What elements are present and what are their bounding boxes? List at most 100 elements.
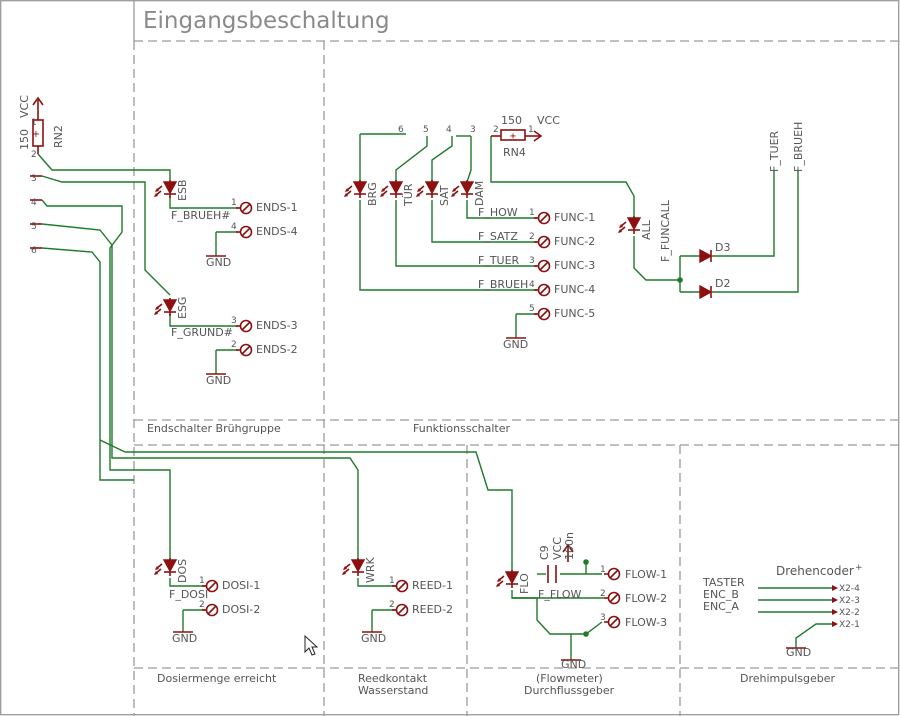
encoder-title: Drehencoder [776, 564, 854, 578]
section-label-funktion: Funktionsschalter [413, 422, 510, 435]
mouse-cursor-icon [304, 634, 319, 656]
x2-label-2: X2-2 [839, 608, 860, 618]
section-label-reed-1: Reedkontakt [358, 672, 428, 685]
terminal-func-5 [534, 307, 551, 321]
gnd-label-6: GND [561, 658, 586, 671]
gnd-label-3: GND [503, 338, 528, 351]
conn-pin-flow-2: 2 [600, 589, 606, 599]
led-label-dam: DAM [473, 181, 486, 206]
conn-pin-func-5: 5 [529, 304, 535, 314]
section-label-endschalter: Endschalter Brühgruppe [147, 422, 281, 435]
led-esg [154, 298, 178, 316]
leds [154, 180, 642, 588]
led-tur [380, 180, 404, 198]
net-f-funcall: F_FUNCALL [659, 199, 672, 262]
conn-label-reed-1: REED-1 [412, 579, 453, 592]
led-label-brg: BRG [366, 182, 379, 206]
resistor-network-rn4: + [491, 129, 543, 142]
x2-label-3: X2-3 [839, 596, 860, 606]
conn-label-func-3: FUNC-3 [554, 259, 595, 272]
conn-label-func-4: FUNC-4 [554, 283, 595, 296]
diode-d2 [699, 284, 713, 300]
terminal-reed-2 [392, 603, 409, 617]
conn-pin-dosi-2: 2 [199, 600, 205, 610]
led-wrk [342, 558, 366, 576]
conn-pin-flow-1: 1 [600, 565, 606, 575]
rn2-pin-2: 2 [31, 150, 37, 160]
conn-pin-reed-2: 2 [389, 600, 395, 610]
cap-value: 100n [563, 532, 576, 560]
led-label-wrk: WRK [364, 556, 377, 583]
led-label-esb: ESB [176, 180, 189, 201]
net-f-tuer-vertical: F_TUER [768, 130, 781, 172]
cap-name: C9 [538, 545, 551, 560]
conn-label-ends-2: ENDS-2 [256, 343, 298, 356]
conn-label-flow-3: FLOW-3 [625, 616, 667, 629]
led-esb [154, 180, 178, 198]
section-label-flow-2: Durchflussgeber [524, 684, 615, 697]
conn-pin-func-2: 2 [529, 232, 535, 242]
rn2-pin-1: 1 [31, 118, 37, 128]
rn4-pin-4: 4 [446, 125, 452, 135]
svg-text:+: + [32, 129, 40, 140]
conn-label-func-2: FUNC-2 [554, 235, 595, 248]
terminal-func-2 [534, 235, 551, 249]
ground-symbols [173, 255, 806, 661]
terminal-ends-2 [236, 343, 253, 357]
net-f-how: F_HOW [478, 206, 518, 219]
conn-pin-ends-2: 2 [231, 340, 237, 350]
rn4-vcc: VCC [537, 114, 560, 127]
conn-pin-func-1: 1 [529, 208, 535, 218]
conn-pin-ends-4: 4 [231, 222, 237, 232]
rn4-value: 150 [501, 114, 522, 127]
rn4-pin-3: 3 [470, 125, 476, 135]
led-label-sat: SAT [438, 185, 451, 206]
terminal-flow-3 [604, 615, 621, 629]
conn-pin-ends-1: 1 [231, 198, 237, 208]
led-label-flo: FLO [518, 573, 531, 594]
capacitor-c9 [547, 543, 574, 583]
conn-pin-ends-3: 3 [231, 316, 237, 326]
conn-label-ends-1: ENDS-1 [256, 201, 298, 214]
gnd-label-4: GND [172, 632, 197, 645]
gnd-label-7: GND [786, 646, 811, 659]
diode-d3 [699, 248, 713, 264]
wires [37, 133, 832, 660]
terminal-func-4 [534, 283, 551, 297]
rn2-pin-5: 5 [31, 222, 37, 232]
net-f-dosi: F_DOSI [169, 588, 208, 601]
diode-label-d2: D2 [715, 277, 730, 290]
encoder-signal-enc-a: ENC_A [703, 600, 739, 613]
svg-text:+: + [510, 131, 516, 142]
cap-vcc: VCC [551, 537, 564, 560]
rn4-pin-2: 2 [493, 125, 499, 135]
connectors [202, 201, 621, 629]
net-f-grund: F_GRUND# [171, 326, 233, 339]
rn4-pin-5: 5 [423, 125, 429, 135]
conn-label-func-5: FUNC-5 [554, 307, 595, 320]
terminal-ends-3 [236, 319, 253, 333]
terminal-dosi-2 [202, 603, 219, 617]
net-f-flow: F_FLOW [538, 588, 582, 601]
conn-label-reed-2: REED-2 [412, 603, 453, 616]
rn2-vcc: VCC [18, 95, 31, 118]
conn-pin-dosi-1: 1 [199, 576, 205, 586]
led-label-dos: DOS [176, 559, 189, 583]
gnd-label-5: GND [361, 632, 386, 645]
encoder-signal-enc-b: ENC_B [703, 588, 739, 601]
terminal-ends-4 [236, 225, 253, 239]
conn-pin-flow-3: 3 [600, 613, 606, 623]
encoder-arrows [832, 585, 838, 627]
rn4-pin-6: 6 [398, 125, 404, 135]
encoder-signal-taster: TASTER [702, 576, 745, 589]
terminal-ends-1 [236, 201, 253, 215]
terminal-func-3 [534, 259, 551, 273]
conn-label-flow-1: FLOW-1 [625, 568, 667, 581]
section-label-dreh: Drehimpulsgeber [740, 672, 836, 685]
section-label-dosier: Dosiermenge erreicht [157, 672, 277, 685]
terminal-reed-1 [392, 579, 409, 593]
conn-label-ends-4: ENDS-4 [256, 225, 298, 238]
drawing-title: Eingangsbeschaltung [143, 8, 390, 34]
